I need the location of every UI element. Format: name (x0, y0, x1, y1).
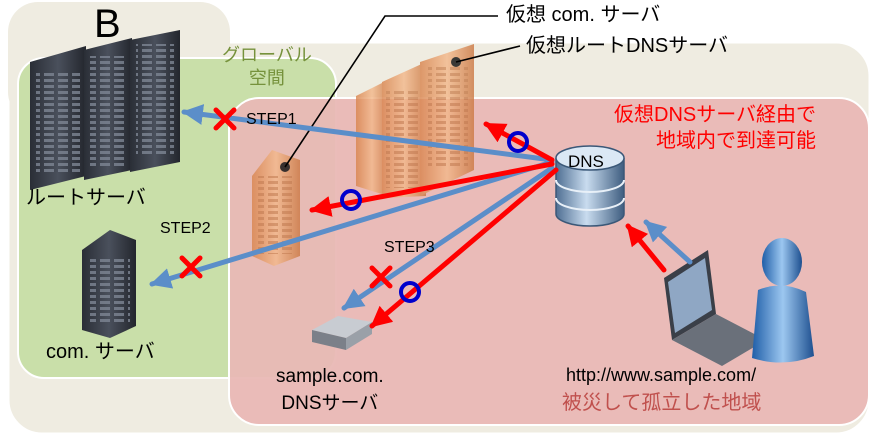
step2-label: STEP2 (160, 220, 211, 237)
virtual-root-dns-server-callout: 仮想ルートDNSサーバ (526, 35, 729, 57)
sample-dns-server-label: sample.com. DNSサーバ (276, 366, 384, 414)
global-space-label: グローバル 空間 (222, 45, 312, 88)
step1-label: STEP1 (246, 111, 297, 128)
blue-arrow-to-com (149, 159, 555, 289)
root-server-label: ルートサーバ (26, 187, 146, 209)
red-arrow-client-to-dns (625, 223, 667, 273)
region-note: 仮想DNSサーバ経由で 地域内で到達可能 (614, 104, 817, 152)
callout-lines (284, 15, 521, 168)
blue-arrow-to-sample (341, 165, 555, 311)
dns-database-icon (555, 145, 625, 227)
panel-letter: B (94, 2, 121, 46)
blue-query-arrows (149, 104, 693, 311)
blue-arrow-to-root (181, 104, 555, 163)
sample-dns-server-icon (312, 316, 372, 350)
red-x-icon (179, 107, 393, 289)
step3-label: STEP3 (384, 239, 435, 256)
dns-node-label: DNS (568, 152, 604, 171)
client-url: http://www.sample.com/ (566, 365, 757, 385)
red-arrow-to-virtual-com (309, 161, 555, 217)
laptop-icon (664, 250, 766, 366)
isolated-area-label: 被災して孤立した地域 (562, 392, 762, 414)
virtual-com-server-callout: 仮想 com. サーバ (506, 4, 661, 26)
blue-arrow-client-to-dns (643, 219, 693, 265)
user-person-icon (752, 238, 814, 363)
red-arrow-to-virtual-root (483, 121, 555, 163)
root-server-icon (30, 30, 180, 190)
blue-circle-icon (340, 131, 529, 303)
com-server-label: com. サーバ (46, 341, 155, 363)
com-server-icon (82, 230, 136, 338)
